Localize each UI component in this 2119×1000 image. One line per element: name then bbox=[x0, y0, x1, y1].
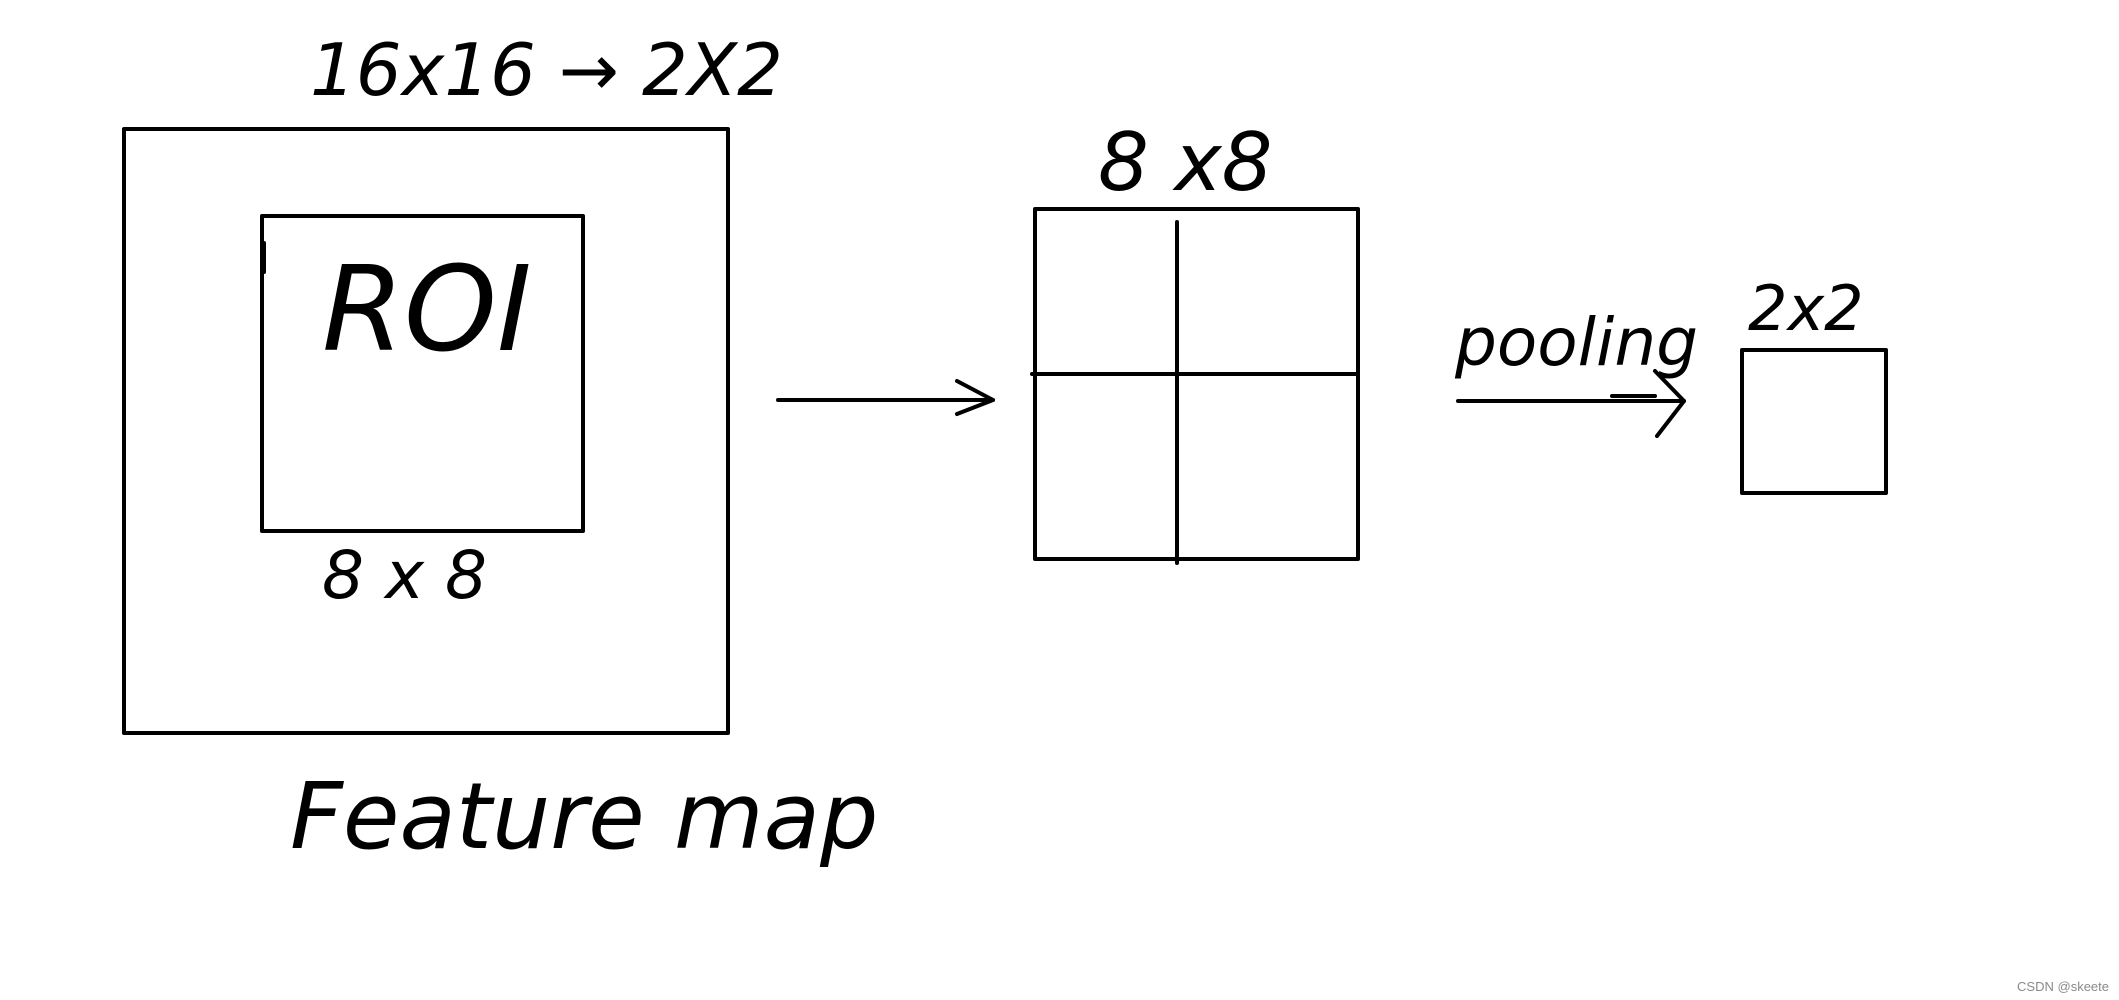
feature-map-box bbox=[122, 127, 730, 735]
feature-map-label: Feature map bbox=[290, 763, 878, 870]
arrow-to-grid bbox=[776, 379, 995, 416]
pooling-label: pooling bbox=[1454, 304, 1698, 381]
roi-size-label: 8 x 8 bbox=[322, 537, 487, 614]
roi-box bbox=[260, 214, 585, 533]
grid-size-label: 8 x8 bbox=[1098, 116, 1273, 209]
pooling-arrow bbox=[1456, 369, 1686, 438]
roi-label: ROI bbox=[322, 240, 532, 378]
watermark: CSDN @skeete bbox=[2017, 979, 2109, 994]
output-box bbox=[1740, 348, 1888, 495]
output-size-label: 2x2 bbox=[1748, 272, 1864, 345]
divided-grid bbox=[1030, 207, 1360, 565]
top-transform-label: 16x16 → 2X2 bbox=[310, 28, 783, 112]
